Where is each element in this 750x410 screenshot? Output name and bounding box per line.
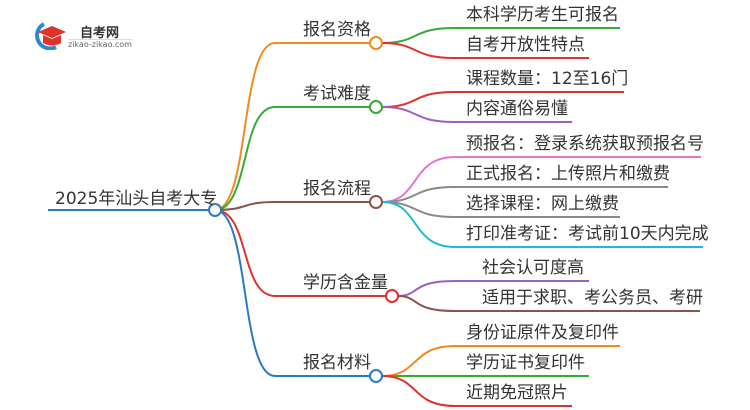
leaf-node: 内容通俗易懂: [466, 99, 568, 119]
leaf-connector: [381, 42, 589, 59]
leaf-node: 适用于求职、考公务员、考研: [482, 288, 703, 308]
branch-node: 报名资格: [303, 20, 371, 40]
branch-collapse-toggle[interactable]: [369, 100, 383, 114]
leaf-node: 学历证书复印件: [466, 353, 585, 373]
branch-collapse-toggle[interactable]: [369, 195, 383, 209]
branch-connector: [214, 106, 370, 211]
branch-node: 考试难度: [303, 84, 371, 104]
leaf-connector: [381, 156, 701, 203]
leaf-connector: [397, 280, 589, 297]
leaf-node: 打印准考证：考试前10天内完成: [466, 224, 709, 244]
branch-connector: [214, 201, 370, 211]
leaf-node: 近期免冠照片: [466, 383, 568, 403]
logo: 自考网 zikao-zikao.com: [30, 20, 140, 50]
leaf-node: 社会认可度高: [482, 258, 584, 278]
leaf-connector: [381, 345, 620, 377]
branch-connector: [214, 42, 370, 211]
branch-node: 报名流程: [303, 179, 371, 199]
leaf-connector: [381, 201, 620, 218]
leaf-connector: [381, 186, 668, 203]
logo-url: zikao-zikao.com: [68, 39, 132, 49]
branch-connector: [214, 209, 386, 297]
branch-connector: [214, 209, 370, 377]
leaf-connector: [381, 375, 572, 407]
leaf-node: 正式报名：上传照片和缴费: [466, 164, 670, 184]
leaf-node: 自考开放性特点: [466, 35, 585, 55]
root-collapse-toggle[interactable]: [208, 203, 222, 217]
leaf-connector: [381, 201, 703, 248]
leaf-node: 课程数量：12至16门: [466, 69, 629, 89]
branch-collapse-toggle[interactable]: [385, 289, 399, 303]
leaf-node: 本科学历考生可报名: [466, 5, 619, 25]
graduation-cap-icon: [35, 22, 66, 50]
branch-node: 报名材料: [303, 353, 371, 373]
leaf-connector: [397, 295, 700, 312]
root-node: 2025年汕头自考大专: [55, 189, 218, 209]
logo-name: 自考网: [80, 26, 120, 41]
branch-collapse-toggle[interactable]: [369, 369, 383, 383]
leaf-node: 预报名：登录系统获取预报名号: [466, 134, 704, 154]
branch-node: 学历含金量: [303, 273, 388, 293]
leaf-node: 选择课程：网上缴费: [466, 194, 619, 214]
leaf-connector: [381, 27, 620, 44]
leaf-connector: [381, 106, 572, 123]
branch-collapse-toggle[interactable]: [369, 36, 383, 50]
leaf-node: 身份证原件及复印件: [466, 323, 619, 343]
leaf-connector: [381, 91, 624, 108]
